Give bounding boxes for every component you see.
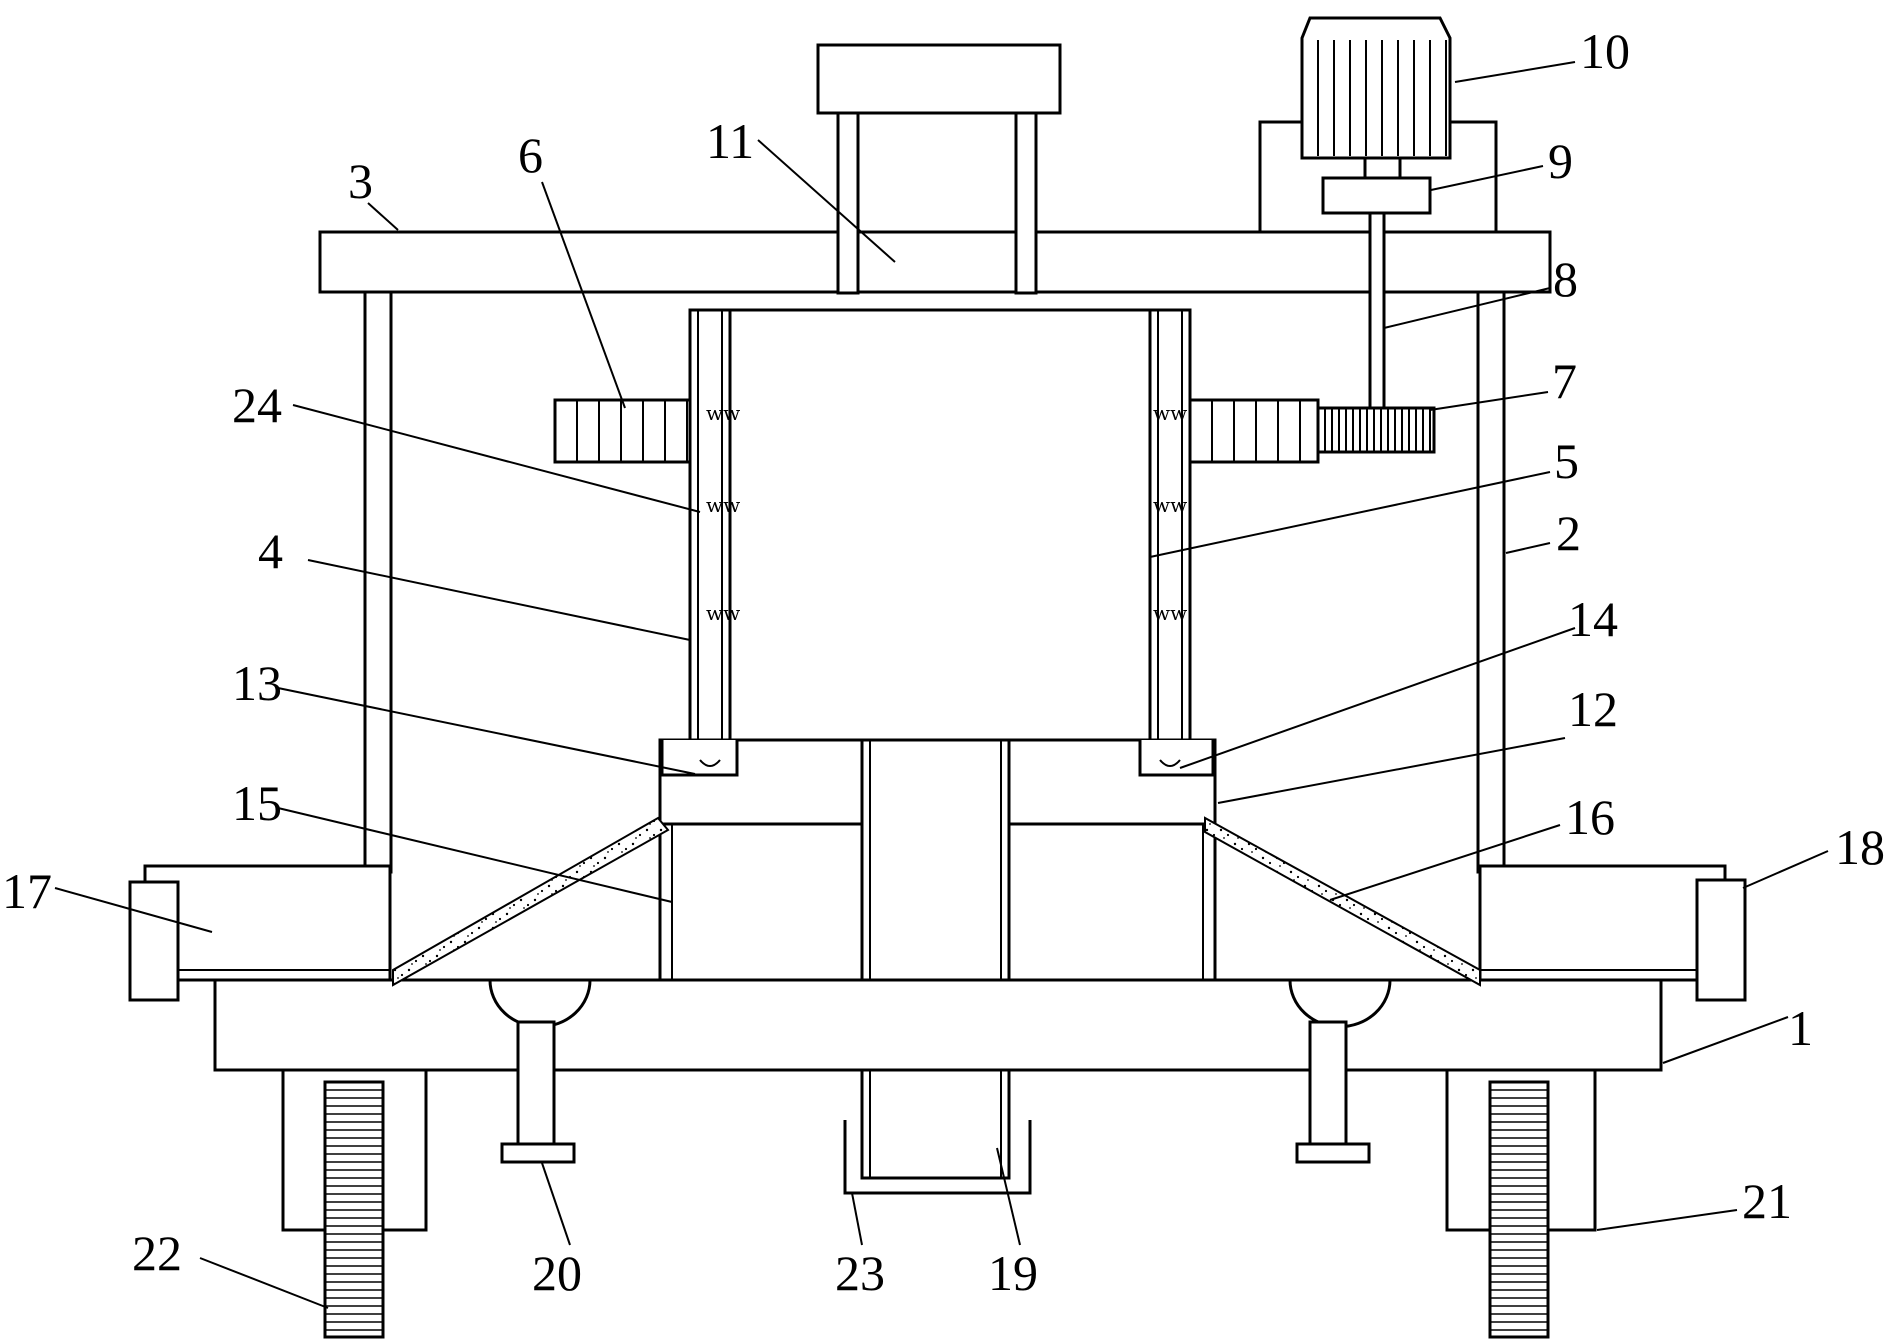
- callout-12: 12: [1568, 681, 1618, 737]
- callout-16: 16: [1565, 789, 1615, 845]
- base-plate: [213, 978, 1663, 1072]
- callout-2: 2: [1556, 505, 1581, 561]
- callout-1: 1: [1788, 1000, 1813, 1056]
- side-column-left: [363, 290, 393, 874]
- callout-7: 7: [1552, 353, 1577, 409]
- callout-5: 5: [1554, 433, 1579, 489]
- leader-lines: [54, 61, 1829, 1309]
- callout-6: 6: [518, 127, 543, 183]
- callout-3: 3: [348, 153, 373, 209]
- svg-text:ww: ww: [1153, 493, 1187, 517]
- svg-text:ww: ww: [706, 401, 740, 425]
- svg-text:ww: ww: [706, 601, 740, 625]
- svg-text:ww: ww: [1153, 601, 1187, 625]
- wheel-right: [1488, 1080, 1550, 1339]
- drive-shaft: [1368, 211, 1386, 410]
- callout-21: 21: [1742, 1173, 1792, 1229]
- springs: ww ww ww ww ww ww: [706, 401, 1187, 625]
- foot-right: [1288, 978, 1392, 1164]
- screen-right: [1204, 816, 1481, 987]
- callouts: 1 2 3 4 5 6 7 8 9 10 11 12 13 14 15 16 1…: [2, 23, 1885, 1301]
- callout-24: 24: [232, 377, 282, 433]
- callout-4: 4: [258, 523, 283, 579]
- side-column-right: [1476, 290, 1506, 874]
- gear-ring-left: [553, 398, 692, 464]
- bucket: [688, 308, 1192, 742]
- coupling: [1321, 176, 1432, 215]
- wheel-left: [323, 1080, 385, 1339]
- discharge-pipe: [860, 738, 1011, 1180]
- callout-13: 13: [232, 655, 282, 711]
- motor: [1300, 16, 1452, 180]
- callout-10: 10: [1580, 23, 1630, 79]
- svg-text:ww: ww: [1153, 401, 1187, 425]
- callout-15: 15: [232, 775, 282, 831]
- side-box-right: [1478, 864, 1747, 1002]
- screen-left: [392, 816, 670, 987]
- callout-8: 8: [1553, 251, 1578, 307]
- callout-22: 22: [132, 1225, 182, 1281]
- callout-20: 20: [532, 1245, 582, 1301]
- gear-ring-right: [1188, 398, 1320, 464]
- foot-left: [488, 978, 592, 1164]
- callout-17: 17: [2, 863, 52, 919]
- callout-9: 9: [1548, 133, 1573, 189]
- svg-text:ww: ww: [706, 493, 740, 517]
- callout-18: 18: [1835, 819, 1885, 875]
- callout-23: 23: [835, 1245, 885, 1301]
- callout-11: 11: [706, 113, 754, 169]
- side-box-left: [128, 864, 392, 1002]
- grooves: [660, 740, 1215, 777]
- pinion: [1316, 406, 1436, 454]
- callout-19: 19: [988, 1245, 1038, 1301]
- cylinder: [816, 43, 1062, 295]
- callout-14: 14: [1568, 591, 1618, 647]
- top-plate: [318, 230, 1552, 294]
